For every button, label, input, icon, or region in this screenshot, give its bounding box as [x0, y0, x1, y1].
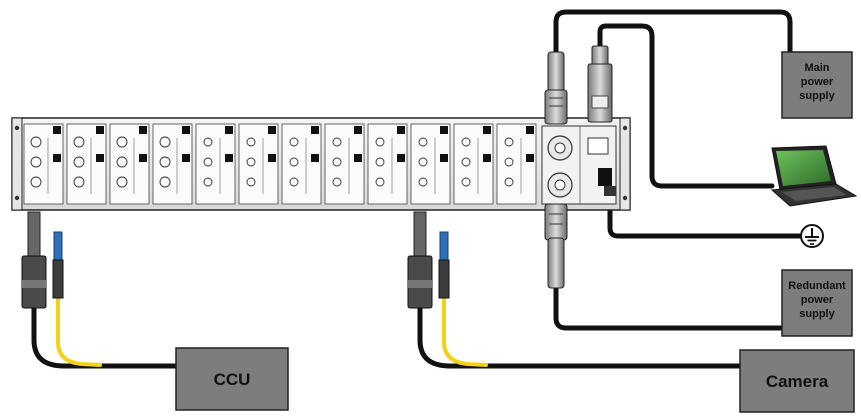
module-card	[367, 123, 408, 205]
xlr-connector-bottom	[544, 203, 568, 289]
redundant-power-cable	[553, 283, 787, 331]
module-card	[66, 123, 107, 205]
camera-box: Camera	[739, 349, 855, 413]
ground-cable	[607, 187, 803, 239]
module-card	[453, 123, 494, 205]
module-card	[496, 123, 537, 205]
main-power-cable	[553, 9, 793, 63]
xlr-connector-top	[544, 51, 568, 125]
ccu-fiber-connector	[52, 231, 64, 299]
main-power-label-3: supply	[799, 90, 835, 102]
redundant-power-label-1: Redundant	[788, 280, 846, 292]
ccu-box: CCU	[175, 347, 289, 411]
laptop-cable	[597, 23, 775, 189]
main-power-label-2: power	[801, 76, 834, 88]
module-card	[324, 123, 365, 205]
module-card	[109, 123, 150, 205]
ground-symbol	[800, 224, 824, 248]
module-card	[238, 123, 279, 205]
camera-hybrid-connector	[407, 211, 433, 309]
module-card	[195, 123, 236, 205]
data-connector	[587, 45, 613, 123]
module-card	[23, 123, 64, 205]
module-slots	[23, 123, 537, 205]
ccu-cable	[31, 303, 181, 369]
redundant-power-label-3: supply	[799, 308, 835, 320]
module-card	[410, 123, 451, 205]
ccu-label: CCU	[214, 370, 251, 389]
ccu-fiber	[56, 294, 102, 367]
redundant-power-label-2: power	[801, 294, 834, 306]
ground-lug	[604, 186, 616, 196]
camera-fiber	[442, 294, 488, 367]
module-card	[152, 123, 193, 205]
main-power-supply-box: Main power supply	[781, 51, 853, 119]
camera-cable	[417, 303, 745, 369]
rack-unit	[11, 117, 631, 211]
redundant-power-supply-box: Redundant power supply	[781, 269, 853, 337]
camera-fiber-connector	[438, 231, 450, 299]
main-power-label-1: Main	[804, 62, 829, 74]
module-card	[281, 123, 322, 205]
ccu-hybrid-connector	[21, 211, 47, 309]
laptop-icon	[770, 145, 858, 207]
camera-label: Camera	[766, 372, 829, 391]
